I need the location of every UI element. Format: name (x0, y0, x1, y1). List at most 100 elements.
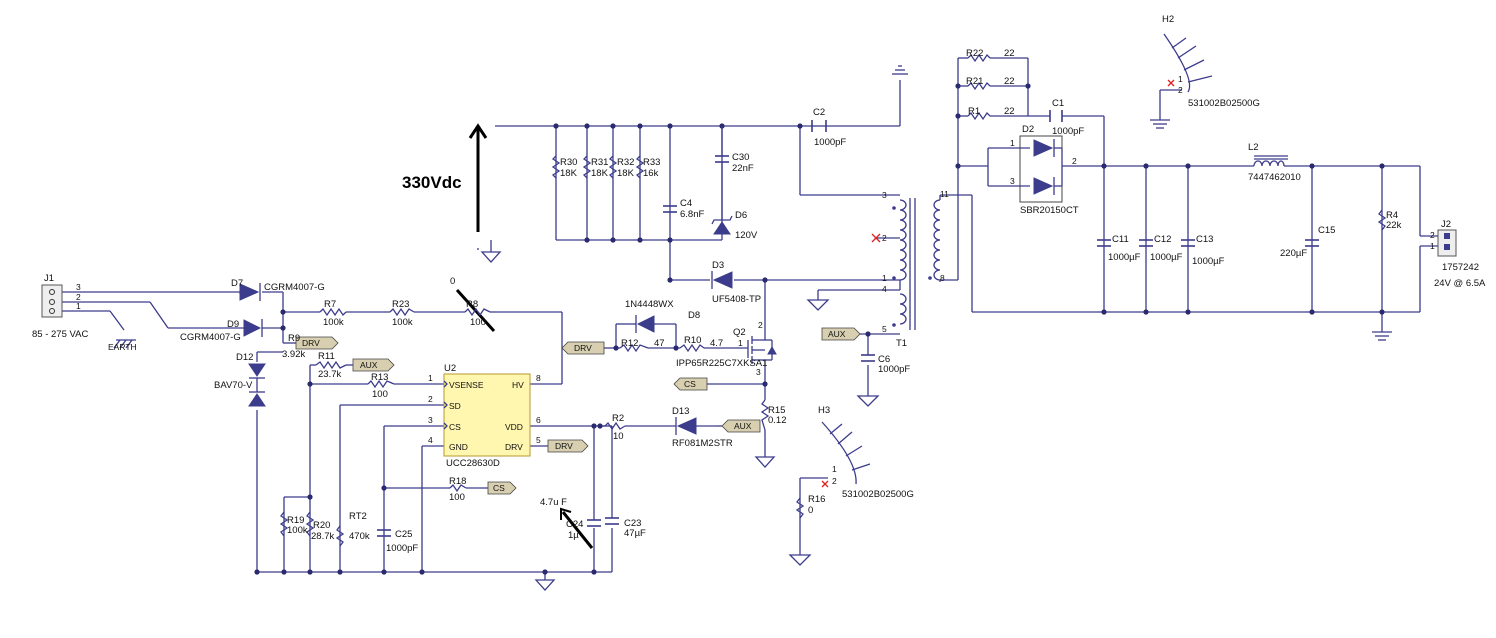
svg-text:R33: R33 (643, 157, 660, 168)
svg-text:UCC28630D: UCC28630D (446, 458, 500, 469)
svg-text:10: 10 (613, 431, 624, 442)
svg-text:C2: C2 (813, 107, 825, 118)
svg-text:2: 2 (428, 394, 433, 404)
svg-text:CGRM4007-G: CGRM4007-G (264, 282, 325, 293)
svg-text:531002B02500G: 531002B02500G (1188, 98, 1260, 109)
svg-text:2: 2 (76, 292, 81, 302)
bus-voltage-arrow (468, 123, 488, 232)
svg-text:1: 1 (1178, 74, 1183, 84)
svg-text:3: 3 (756, 367, 761, 377)
diode-d6: D6 120V (711, 200, 758, 241)
svg-text:18K: 18K (617, 168, 635, 179)
svg-text:3.92k: 3.92k (282, 349, 305, 360)
svg-text:22: 22 (1004, 48, 1015, 59)
svg-text:BAV70-V: BAV70-V (214, 380, 253, 391)
svg-text:1000µF: 1000µF (1108, 252, 1141, 263)
svg-text:0: 0 (808, 505, 813, 516)
svg-text:1: 1 (1430, 241, 1435, 251)
connector-j2: J2 2 1 1757242 24V @ 6.5A (1430, 219, 1486, 289)
svg-text:J1: J1 (44, 273, 54, 284)
svg-text:28.7k: 28.7k (311, 531, 334, 542)
svg-text:R4: R4 (1386, 210, 1398, 221)
svg-text:11: 11 (940, 189, 949, 199)
diode-d12: D12 BAV70-V (214, 352, 266, 407)
svg-text:2: 2 (1072, 156, 1077, 166)
svg-text:D2: D2 (1022, 124, 1034, 135)
svg-text:D8: D8 (688, 310, 700, 321)
r8-annotation: 0 (450, 276, 455, 287)
svg-text:22: 22 (1004, 76, 1015, 87)
svg-text:R15: R15 (768, 405, 785, 416)
svg-text:47µF: 47µF (624, 528, 646, 539)
net-tag-drv-3: DRV (561, 341, 605, 355)
svg-text:C15: C15 (1318, 225, 1335, 236)
svg-text:8: 8 (536, 373, 541, 383)
svg-text:1N4448WX: 1N4448WX (625, 299, 674, 310)
svg-text:DRV: DRV (505, 442, 523, 452)
svg-text:HV: HV (512, 380, 524, 390)
svg-text:GND: GND (449, 442, 468, 452)
wires (62, 57, 1438, 580)
svg-text:22k: 22k (1386, 220, 1402, 231)
svg-text:1: 1 (428, 373, 433, 383)
net-tag-aux-3: AUX (821, 327, 861, 341)
svg-text:R2: R2 (612, 413, 624, 424)
net-tag-aux-2: AUX (721, 419, 761, 433)
svg-text:R11: R11 (318, 351, 335, 362)
svg-text:2: 2 (1430, 230, 1435, 240)
svg-text:6.8nF: 6.8nF (680, 209, 704, 220)
svg-text:0.12: 0.12 (768, 415, 787, 426)
svg-text:IPP65R225C7XKSA1: IPP65R225C7XKSA1 (676, 358, 767, 369)
svg-text:R8: R8 (466, 299, 478, 310)
svg-text:SD: SD (449, 401, 461, 411)
svg-text:120V: 120V (735, 230, 758, 241)
net-tag-drv-2: DRV (547, 439, 589, 453)
svg-text:1000pF: 1000pF (386, 543, 418, 554)
svg-text:CS: CS (493, 483, 505, 493)
svg-text:C4: C4 (680, 198, 692, 209)
svg-text:1757242: 1757242 (1442, 262, 1479, 273)
svg-text:R20: R20 (313, 520, 330, 531)
svg-text:100k: 100k (287, 525, 308, 536)
svg-text:1000pF: 1000pF (878, 364, 910, 375)
diode-d9: D9 CGRM4007-G (180, 319, 263, 343)
svg-text:J2: J2 (1441, 219, 1451, 230)
svg-text:1000µF: 1000µF (1192, 256, 1225, 267)
svg-text:100: 100 (470, 317, 486, 328)
mounting-hole-h3: H3 1 2 531002B02500G (818, 405, 914, 500)
svg-text:2: 2 (758, 320, 763, 330)
c24-arrow (560, 507, 594, 549)
svg-text:D3: D3 (712, 260, 724, 271)
diode-d7: D7 CGRM4007-G (231, 278, 325, 301)
c24-annotation: 4.7u F (540, 497, 567, 508)
earth-label: EARTH (108, 342, 137, 352)
svg-text:U2: U2 (444, 363, 456, 374)
svg-text:4.7: 4.7 (710, 338, 723, 349)
svg-text:D6: D6 (735, 210, 747, 221)
bus-voltage-label: 330Vdc (402, 173, 462, 192)
svg-text:VSENSE: VSENSE (449, 380, 484, 390)
svg-text:22: 22 (1004, 106, 1015, 117)
svg-text:16k: 16k (643, 168, 659, 179)
svg-text:R31: R31 (591, 157, 608, 168)
svg-text:1000pF: 1000pF (1052, 126, 1084, 137)
svg-text:D13: D13 (672, 406, 689, 417)
svg-text:1µ: 1µ (568, 530, 579, 541)
svg-text:1000pF: 1000pF (814, 137, 846, 148)
svg-text:22nF: 22nF (732, 163, 754, 174)
svg-text:R18: R18 (449, 476, 466, 487)
svg-text:R32: R32 (617, 157, 634, 168)
svg-text:R13: R13 (371, 372, 388, 383)
net-tag-cs-2: CS (673, 377, 708, 391)
svg-text:R30: R30 (560, 157, 577, 168)
svg-text:CS: CS (449, 422, 461, 432)
svg-text:18K: 18K (560, 168, 578, 179)
svg-text:C12: C12 (1154, 234, 1171, 245)
resistor-bodies (279, 53, 1387, 547)
svg-text:1: 1 (1010, 138, 1015, 148)
svg-text:AUX: AUX (734, 421, 752, 431)
svg-text:100: 100 (372, 389, 388, 400)
ic-u2: U2 UCC28630D 1 VSENSE 2 SD 3 CS 4 GND 8 … (428, 363, 541, 469)
svg-text:4: 4 (882, 284, 887, 294)
